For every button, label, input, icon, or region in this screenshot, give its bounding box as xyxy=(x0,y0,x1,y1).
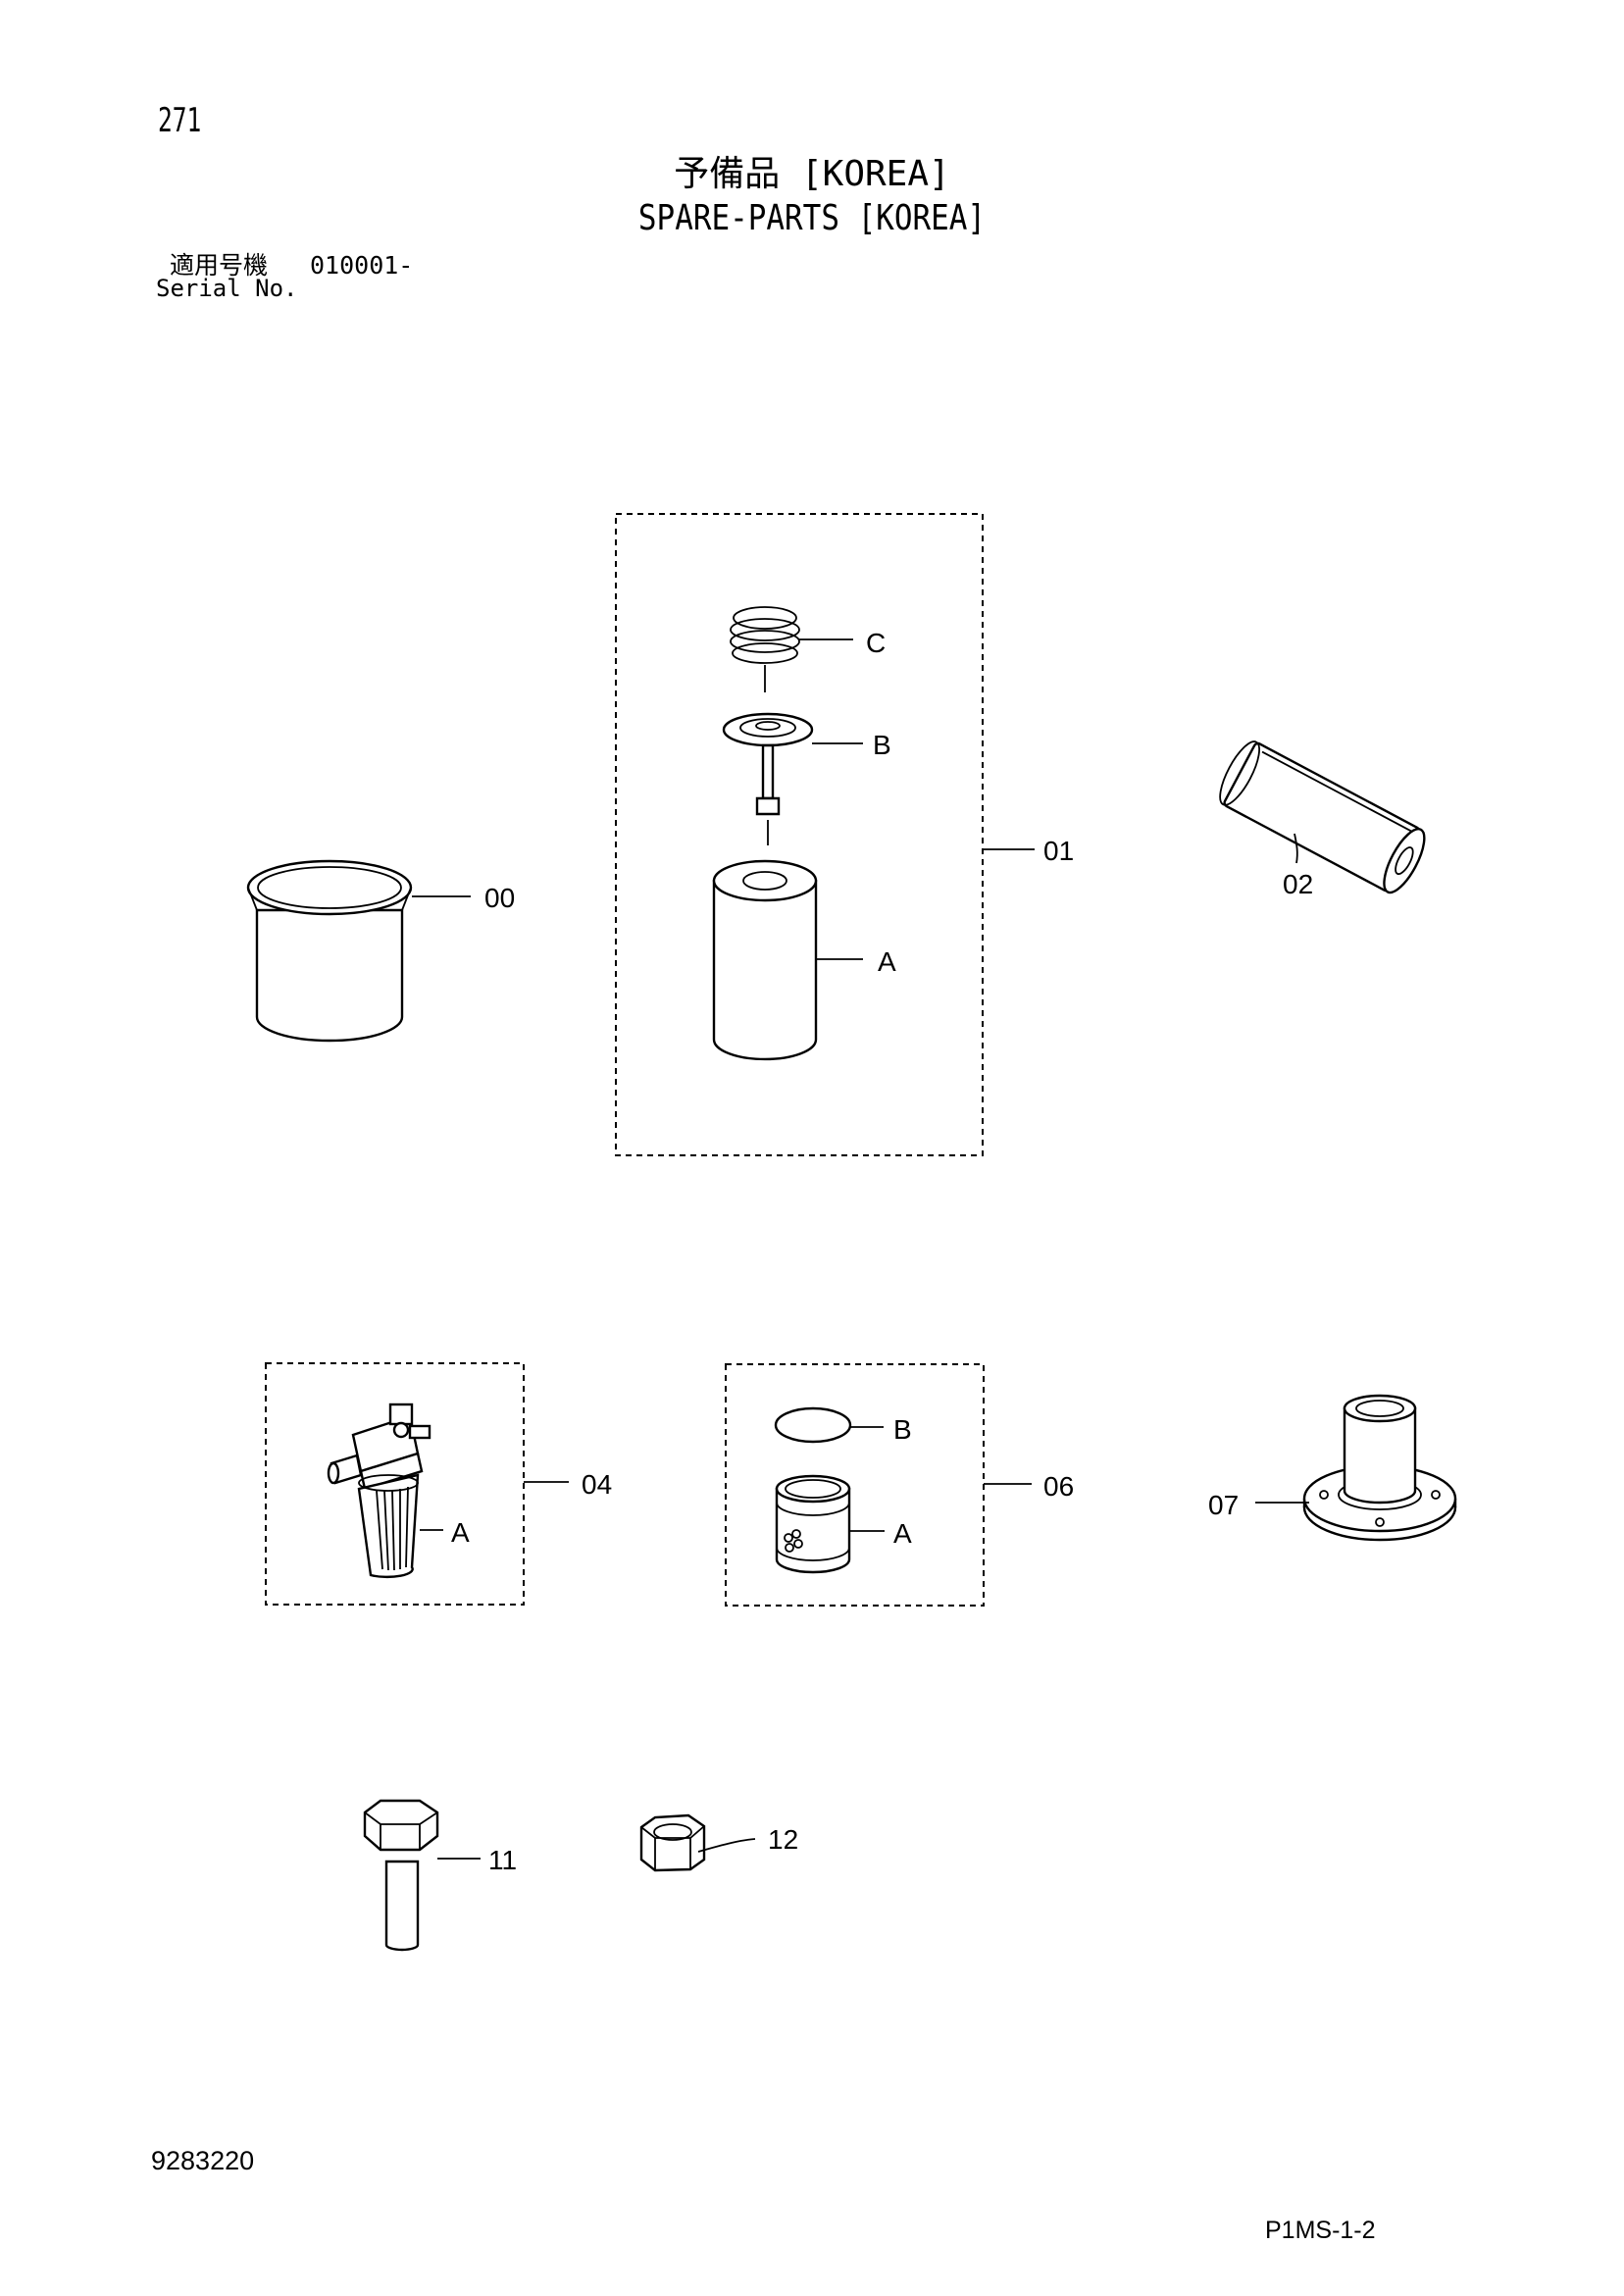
group-box-06 xyxy=(725,1363,985,1607)
page-number: 271 xyxy=(158,101,202,140)
callout-04-a: A xyxy=(451,1517,470,1548)
callout-04: 04 xyxy=(582,1469,612,1500)
part-01-filter-kit: C B A 01 xyxy=(615,513,1074,1156)
document-number: 9283220 xyxy=(151,2146,255,2175)
callout-02: 02 xyxy=(1283,869,1313,899)
part-02-cartridge: 02 xyxy=(1219,740,1426,899)
part-06-strainer: B A 06 xyxy=(725,1363,1074,1607)
callout-01-c: C xyxy=(866,628,886,658)
part-01c-spring: C xyxy=(730,606,886,692)
callout-06-a: A xyxy=(893,1518,912,1549)
part-01b-valve: B xyxy=(722,712,891,845)
callout-12: 12 xyxy=(768,1824,798,1855)
serial-number-range: 010001- xyxy=(310,251,414,280)
callout-01: 01 xyxy=(1043,836,1074,866)
part-11-bolt: 11 xyxy=(363,1799,517,1952)
callout-07: 07 xyxy=(1208,1490,1239,1520)
callout-01-b: B xyxy=(873,730,891,760)
part-12-nut: 12 xyxy=(639,1813,798,1872)
group-box-04 xyxy=(265,1362,525,1606)
page-title-japanese: 予備品 [KOREA] xyxy=(674,154,950,194)
page-code: P1MS-1-2 xyxy=(1265,2217,1376,2244)
callout-11: 11 xyxy=(488,1845,517,1875)
group-box-01 xyxy=(615,513,984,1156)
serial-label-japanese: 適用号機 xyxy=(170,251,269,280)
part-07-flanged-filter: 07 xyxy=(1208,1394,1457,1542)
callout-01-a: A xyxy=(878,946,896,977)
part-00-cup: 00 xyxy=(246,859,515,1043)
page-title-english: SPARE-PARTS [KOREA] xyxy=(637,198,987,238)
callout-00: 00 xyxy=(484,883,515,913)
callout-06: 06 xyxy=(1043,1471,1074,1502)
serial-label-english: Serial No. xyxy=(156,275,298,302)
part-01a-element: A xyxy=(712,859,896,1061)
part-04-fuel-filter: A 04 xyxy=(265,1362,612,1606)
callout-06-b: B xyxy=(893,1414,912,1445)
